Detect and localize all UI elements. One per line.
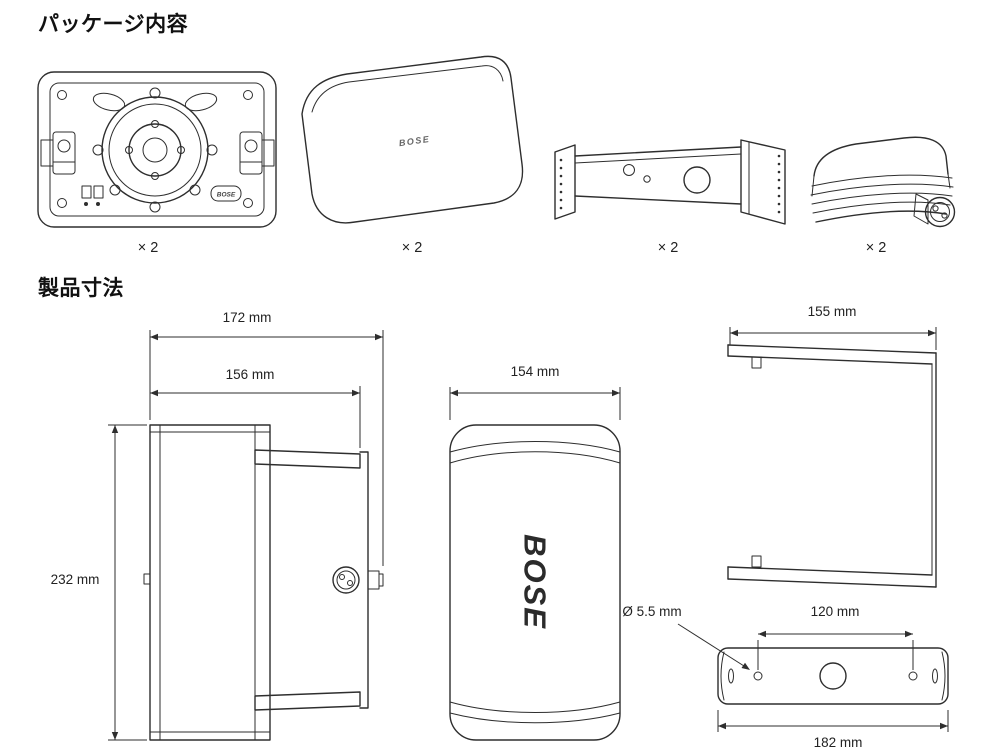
grille-cover-drawing: BOSE (293, 52, 533, 237)
dim-height-label: 232 mm (51, 572, 100, 587)
dim-plate-width-label: 182 mm (814, 735, 863, 750)
side-view-drawing: 172 mm 156 mm 232 mm (30, 300, 405, 750)
speaker-rear-drawing: BOSE (25, 62, 290, 242)
dim-hole-diameter-label: Ø 5.5 mm (622, 604, 681, 619)
front-view-drawing: 154 mm BOSE (440, 360, 640, 750)
bose-logo-front: BOSE (518, 534, 553, 630)
dim-hole-spacing-label: 120 mm (811, 604, 860, 619)
dim-body-depth-label: 156 mm (226, 367, 275, 382)
dim-overall-depth-label: 172 mm (223, 310, 272, 325)
package-section-title: パッケージ内容 (38, 13, 189, 36)
junction-box-drawing (800, 128, 970, 238)
dim-front-width-label: 154 mm (511, 364, 560, 379)
quantity-label-bracket: × 2 (657, 240, 679, 256)
dim-bracket-width-label: 155 mm (808, 304, 857, 319)
bose-badge-rear: BOSE (217, 192, 236, 199)
mounting-bracket-drawing (545, 128, 795, 236)
quantity-label-junction-box: × 2 (865, 240, 887, 256)
mounting-plate-drawing: Ø 5.5 mm 120 mm 182 mm (600, 590, 1000, 750)
quantity-label-grille: × 2 (401, 240, 423, 256)
bose-logo-grille: BOSE (398, 134, 431, 148)
bracket-side-drawing: 155 mm (700, 295, 970, 615)
quantity-label-speaker: × 2 (137, 240, 159, 256)
dimensions-section-title: 製品寸法 (38, 277, 124, 300)
